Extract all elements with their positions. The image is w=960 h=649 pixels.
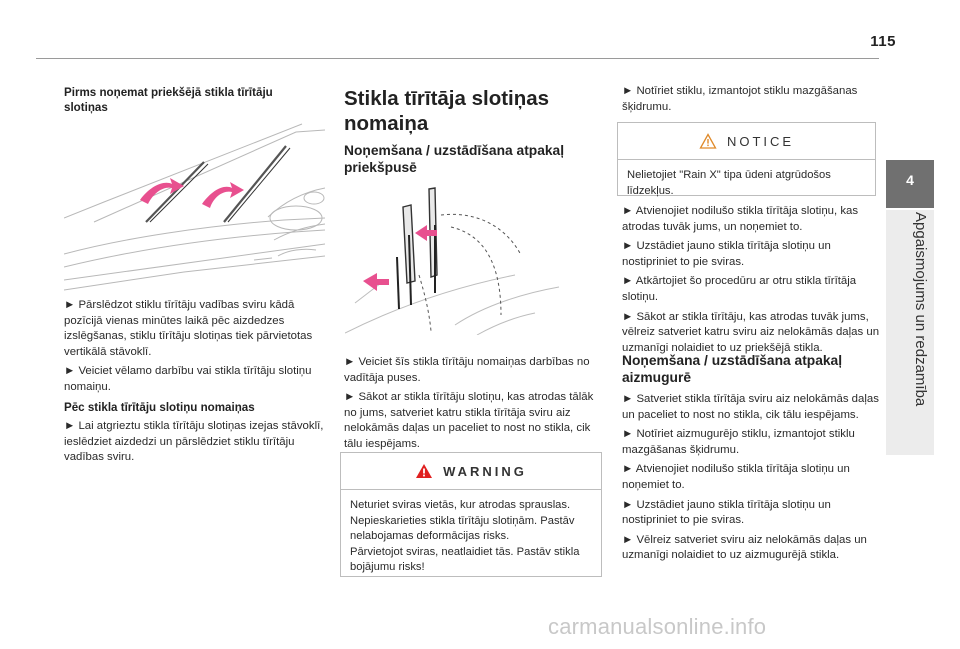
warning-line: Neturiet sviras vietās, kur atrodas spra…	[350, 499, 571, 511]
step-text: ► Veiciet vēlamo darbību vai stikla tīrī…	[64, 365, 312, 393]
step-text: ► Uzstādiet jauno stikla tīrītāja slotiņ…	[622, 498, 831, 527]
notice-box: NOTICE Nelietojiet "Rain X" tipa ūdeni a…	[617, 122, 876, 197]
notice-header: NOTICE	[618, 123, 875, 160]
step-text: ► Atvienojiet nodilušo stikla tīrītāja s…	[622, 205, 859, 233]
section-heading-front: Noņemšana / uzstādīšana atpakaļ priekšpu…	[344, 143, 565, 175]
windshield-wipers-figure	[63, 122, 326, 292]
chapter-tab[interactable]	[886, 160, 934, 208]
warning-title: WARNING	[443, 463, 527, 479]
rotation-arrow-icon	[140, 178, 244, 208]
col1-after-text: ► Lai atgrieztu stikla tīrītāju slotiņas…	[64, 419, 326, 470]
wiper-lift-figure	[344, 185, 599, 336]
page-title: Stikla tīrītāja slotiņas nomaiņa	[344, 87, 550, 135]
section-heading-after-replacement: Pēc stikla tīrītāju slotiņu nomaiņas	[64, 401, 255, 414]
warning-box: WARNING Neturiet sviras vietās, kur atro…	[340, 452, 602, 577]
warning-body: Neturiet sviras vietās, kur atrodas spra…	[341, 490, 601, 584]
step-text: ► Atvienojiet nodilušo stikla tīrītāja s…	[622, 463, 850, 491]
step-text: ► Uzstādiet jauno stikla tīrītāja slotiņ…	[622, 240, 831, 268]
warning-header: WARNING	[341, 453, 601, 490]
chapter-strip	[886, 210, 934, 455]
chapter-title: Apgaismojums un redzamība	[912, 212, 929, 407]
step-text: ► Pārslēdzot stiklu tīrītāju vadības svi…	[64, 299, 313, 358]
step-text: ► Sākot ar stikla tīrītāju, kas atrodas …	[622, 310, 880, 354]
step-text: ► Atkārtojiet šo procedūru ar otru stikl…	[622, 275, 857, 303]
col3-rear-steps: ► Satveriet stikla tīrītāja sviru aiz ne…	[622, 392, 880, 568]
step-text: ► Lai atgrieztu stikla tīrītāju slotiņas…	[64, 420, 324, 464]
col3-intro: ► Notīriet stiklu, izmantojot stiklu maz…	[622, 84, 880, 119]
notice-body: Nelietojiet "Rain X" tipa ūdeni atgrūdoš…	[627, 169, 831, 197]
step-text: ► Satveriet stikla tīrītāja sviru aiz ne…	[622, 393, 879, 421]
col1-steps: ► Pārslēdzot stiklu tīrītāju vadības svi…	[64, 298, 326, 400]
chapter-number: 4	[906, 172, 914, 188]
step-text: ► Notīriet stiklu, izmantojot stiklu maz…	[622, 85, 858, 113]
notice-title: NOTICE	[726, 133, 795, 149]
watermark: carmanualsonline.info	[548, 614, 767, 639]
warning-triangle-icon	[416, 464, 433, 478]
wiper-arm-illustration	[344, 187, 560, 336]
windshield-illustration	[63, 123, 326, 291]
section-heading-before-removal: Pirms noņemat priekšējā stikla tīrītāju …	[64, 86, 273, 114]
top-divider	[36, 58, 879, 59]
step-text: ► Veiciet šīs stikla tīrītāju nomaiņas d…	[344, 356, 590, 384]
warning-line: Nepieskarieties stikla tīrītāju slotiņām…	[350, 514, 575, 543]
warning-line: Pārvietojot sviras, neatlaidiet tās. Pas…	[350, 545, 580, 574]
page-number: 115	[870, 33, 896, 50]
notice-triangle-icon	[699, 133, 717, 149]
step-text: ► Sākot ar stikla tīrītāju slotiņu, kas …	[344, 391, 594, 450]
col3-steps: ► Atvienojiet nodilušo stikla tīrītāja s…	[622, 204, 880, 360]
step-text: ► Vēlreiz satveriet sviru aiz nelokāmās …	[622, 533, 867, 562]
direction-arrow-icon	[363, 225, 437, 291]
step-text: ► Notīriet aizmugurējo stiklu, izmantojo…	[622, 428, 855, 456]
section-heading-rear: Noņemšana / uzstādīšana atpakaļ aizmugur…	[622, 353, 843, 385]
col2-steps: ► Veiciet šīs stikla tīrītāju nomaiņas d…	[344, 355, 602, 457]
